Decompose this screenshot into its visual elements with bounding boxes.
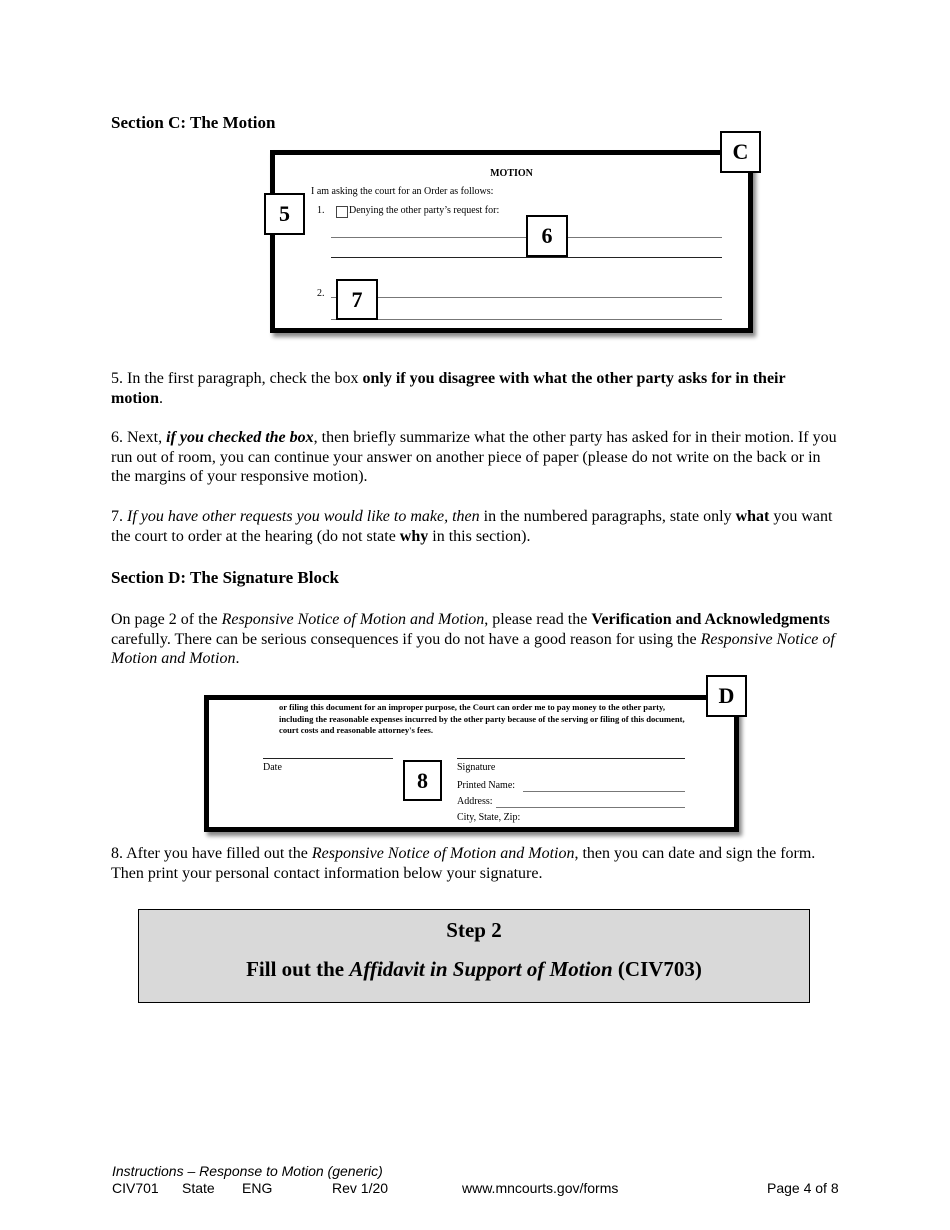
footer-state: State xyxy=(182,1180,215,1196)
item-number: 2. xyxy=(317,288,325,299)
footer-code: CIV701 xyxy=(112,1180,159,1196)
callout-c: C xyxy=(720,131,761,173)
printed-name-label: Printed Name: xyxy=(457,780,516,791)
paragraph-5: 5. In the first paragraph, check the box… xyxy=(111,370,786,407)
section-d-heading: Section D: The Signature Block xyxy=(111,568,339,587)
footer-url[interactable]: www.mncourts.gov/forms xyxy=(462,1180,619,1196)
callout-8: 8 xyxy=(403,760,442,801)
motion-title: MOTION xyxy=(490,168,533,179)
footer-title: Instructions – Response to Motion (gener… xyxy=(112,1163,383,1179)
section-c-heading: Section C: The Motion xyxy=(111,113,276,132)
motion-intro: I am asking the court for an Order as fo… xyxy=(311,186,494,197)
footer-lang: ENG xyxy=(242,1180,273,1196)
city-state-zip-label: City, State, Zip: xyxy=(457,812,521,823)
signature-label: Signature xyxy=(457,762,496,773)
paragraph-6: 6. Next, if you checked the box, then br… xyxy=(111,429,837,485)
date-label: Date xyxy=(263,762,282,773)
step-2-box: Step 2 Fill out the Affidavit in Support… xyxy=(138,909,810,1003)
step-description: Fill out the Affidavit in Support of Mot… xyxy=(246,957,702,981)
item1-text: Denying the other party’s request for: xyxy=(349,205,500,216)
address-label: Address: xyxy=(457,796,493,807)
paragraph-8: 8. After you have filled out the Respons… xyxy=(111,845,816,882)
footer-rev: Rev 1/20 xyxy=(332,1180,389,1196)
item-number: 1. xyxy=(317,205,325,216)
footer-page-number: Page 4 of 8 xyxy=(767,1180,839,1196)
verification-text: or filing this document for an improper … xyxy=(279,702,685,735)
paragraph-7: 7. If you have other requests you would … xyxy=(111,508,833,545)
callout-5: 5 xyxy=(264,193,305,235)
checkbox[interactable] xyxy=(336,206,348,218)
signature-figure: or filing this document for an improper … xyxy=(204,695,739,832)
step-title: Step 2 xyxy=(446,918,502,942)
callout-d: D xyxy=(706,675,747,717)
callout-6: 6 xyxy=(526,215,568,257)
section-d-intro: On page 2 of the Responsive Notice of Mo… xyxy=(111,611,835,667)
callout-7: 7 xyxy=(336,279,378,320)
